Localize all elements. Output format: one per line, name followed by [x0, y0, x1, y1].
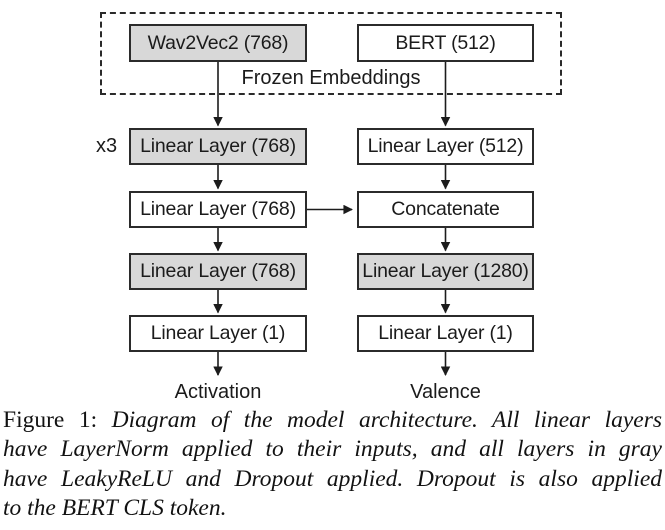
figure-caption: Figure 1: Diagram of the model architect… — [3, 406, 662, 524]
node-audio-linear-2: Linear Layer (768) — [129, 191, 307, 228]
node-concatenate: Concatenate — [357, 191, 534, 228]
caption-line: have LayerNorm applied to their inputs, … — [3, 436, 662, 463]
caption-line1-text: Diagram of the model architecture. All l… — [111, 407, 662, 433]
output-label-activation: Activation — [174, 381, 262, 403]
frozen-embeddings-label: Frozen Embeddings — [241, 67, 421, 89]
caption-line: Figure 1: Diagram of the model architect… — [3, 406, 662, 435]
node-audio-linear-3: Linear Layer (768) — [129, 253, 307, 290]
node-audio-output-linear: Linear Layer (1) — [129, 315, 307, 352]
node-audio-linear-1: Linear Layer (768) — [129, 128, 307, 165]
node-bert: BERT (512) — [357, 24, 534, 62]
caption-line: have LeakyReLU and Dropout applied. Drop… — [3, 465, 662, 492]
caption-figure-prefix: Figure 1: — [3, 407, 98, 433]
caption-line: to the BERT CLS token. — [3, 495, 227, 522]
node-fusion-output-linear: Linear Layer (1) — [357, 315, 534, 352]
node-text-linear-1: Linear Layer (512) — [357, 128, 534, 165]
repeat-x3-label: x3 — [96, 135, 118, 157]
node-fusion-linear: Linear Layer (1280) — [357, 253, 534, 290]
frozen-embeddings-box — [100, 12, 562, 95]
output-label-valence: Valence — [410, 381, 481, 403]
node-wav2vec2: Wav2Vec2 (768) — [129, 24, 307, 62]
